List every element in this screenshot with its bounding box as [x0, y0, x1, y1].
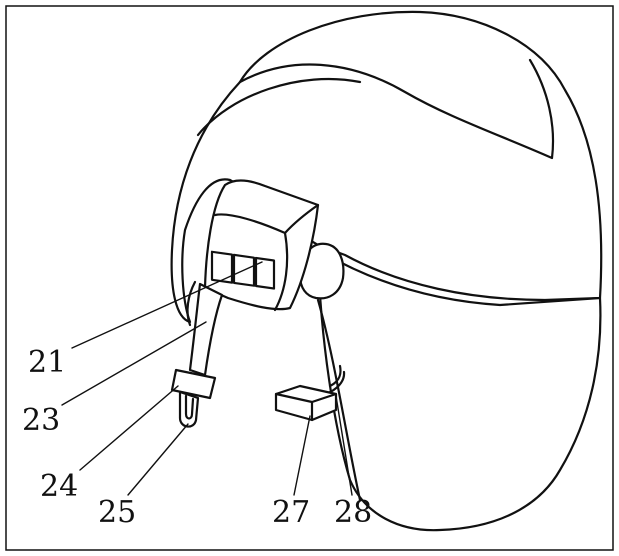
strap-loop-inner [184, 394, 195, 420]
face-mask [316, 248, 602, 532]
shell-contour [196, 77, 362, 137]
helmet-shell [170, 10, 603, 324]
label-27: 27 [272, 495, 310, 530]
control-box-top [283, 203, 320, 235]
ear-button [298, 242, 345, 300]
label-24: 24 [40, 469, 78, 504]
mask-edge [316, 298, 362, 502]
strap [188, 282, 224, 377]
label-28: 28 [334, 495, 372, 530]
connector-top [274, 392, 338, 422]
label-25: 25 [98, 495, 136, 530]
cable [328, 364, 342, 388]
label-21: 21 [28, 345, 66, 380]
leader-25 [127, 423, 189, 496]
leader-27 [293, 415, 311, 496]
button-right [254, 256, 276, 290]
figure-frame [5, 5, 614, 551]
strap-loop [178, 390, 200, 428]
control-box [203, 179, 320, 311]
leader-24 [79, 385, 179, 471]
strap-tab [186, 280, 197, 327]
dome-ridge [238, 58, 555, 160]
button-left [210, 250, 234, 284]
leader-28 [335, 395, 353, 496]
leader-21 [71, 261, 263, 349]
buckle [170, 368, 217, 400]
label-23: 23 [22, 403, 60, 438]
leader-23 [61, 321, 207, 406]
connector [274, 384, 338, 422]
